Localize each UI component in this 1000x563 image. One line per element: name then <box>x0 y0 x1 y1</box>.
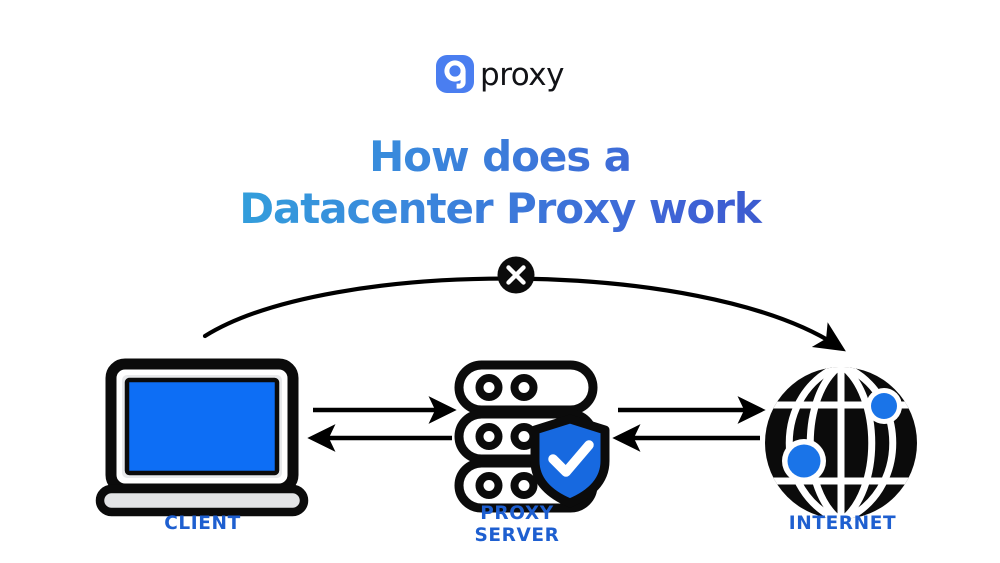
shield-check-icon <box>530 414 610 508</box>
node-label-internet: INTERNET <box>788 513 897 534</box>
blocked-x-icon <box>497 256 535 294</box>
node-label-proxy-server: PROXY SERVER <box>474 503 560 546</box>
brand-lockup: proxy <box>0 52 1000 96</box>
connection-proxy-internet <box>612 396 766 452</box>
laptop-icon <box>95 358 309 517</box>
node-label-client: CLIENT <box>164 513 241 534</box>
9proxy-logo-icon <box>436 55 475 93</box>
globe-icon <box>765 367 917 519</box>
connection-client-proxy <box>307 396 457 452</box>
brand-wordmark: proxy <box>480 56 564 93</box>
